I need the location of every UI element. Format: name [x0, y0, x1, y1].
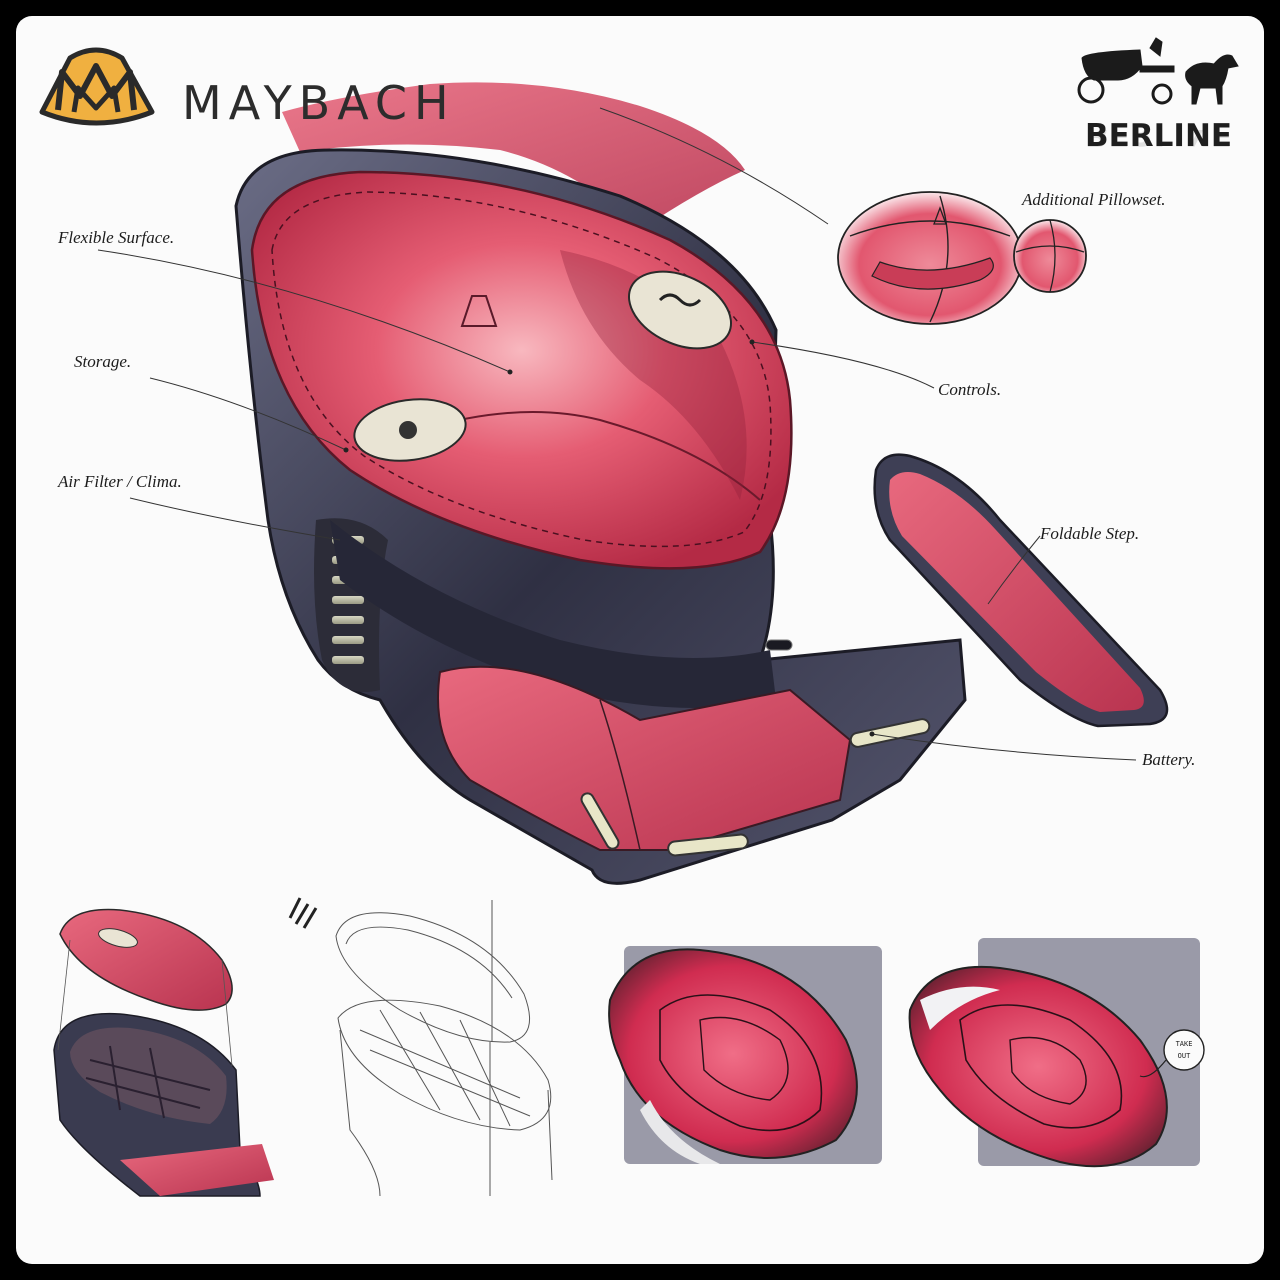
sketch-canvas: TAKE OUT — [39, 37, 1239, 1197]
seat-pod-main-sketch — [234, 82, 967, 885]
design-board: TAKE OUT MAYBACH BERLINE BERLINE Flexibl… — [16, 16, 1264, 1264]
callout-leaders — [97, 107, 1137, 761]
callout-flexible-surface: Flexible Surface. — [58, 228, 175, 247]
series-badge-reflection: BERLINE — [1085, 130, 1233, 152]
exploded-view-sketch — [53, 908, 274, 1197]
foldable-step-sketch — [873, 453, 1169, 728]
callout-storage: Storage. — [74, 352, 132, 371]
callout-air-filter: Air Filter / Clima. — [58, 472, 182, 491]
take-out-render-sketch: TAKE OUT — [908, 938, 1205, 1168]
callout-controls: Controls. — [938, 380, 1002, 399]
maybach-emblem-icon — [39, 47, 155, 126]
callout-battery: Battery. — [1142, 750, 1196, 769]
callout-additional-pillowset: Additional Pillowset. — [1022, 190, 1166, 209]
svg-text:TAKE: TAKE — [1176, 1040, 1193, 1048]
callout-foldable-step: Foldable Step. — [1040, 524, 1140, 543]
pillowset-sketch — [837, 191, 1087, 325]
horse-carriage-icon — [1077, 37, 1239, 105]
svg-text:OUT: OUT — [1178, 1052, 1191, 1060]
series-badge-label: BERLINE — [1085, 118, 1233, 154]
interior-render-sketch — [608, 946, 882, 1164]
callout-dots — [343, 339, 875, 737]
wireframe-sketch — [288, 897, 553, 1197]
brand-wordmark: MAYBACH — [182, 76, 456, 130]
